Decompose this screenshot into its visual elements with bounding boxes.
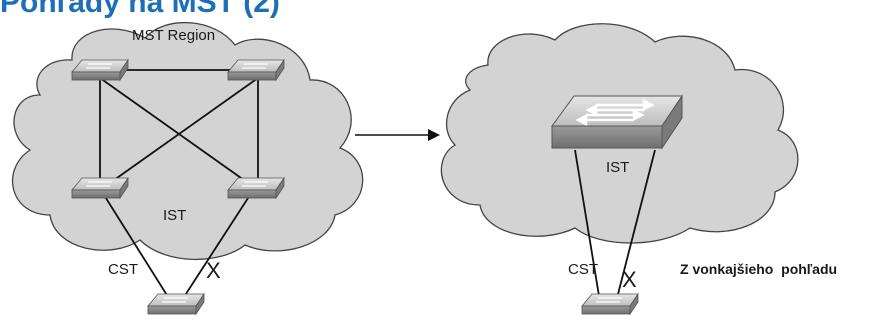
link-diagonal-2: [99, 77, 259, 191]
left-cst-label: CST: [108, 261, 138, 278]
outside-view-label: Z vonkajšieho pohľadu: [680, 261, 837, 277]
mst-region-label: MST Region: [132, 27, 215, 44]
left-ist-label: IST: [163, 207, 186, 224]
right-ist-label: IST: [606, 159, 629, 176]
link-cst-blocked: [181, 194, 251, 301]
transform-arrow-head: [428, 129, 440, 141]
switch-bottom-left-icon: [71, 176, 129, 200]
page-title: Pohľady na MST (2): [0, 0, 280, 19]
switch-external-left-icon: [147, 292, 205, 316]
switch-bottom-right-icon: [227, 176, 285, 200]
switch-external-right-icon: [581, 292, 639, 316]
left-blocked-mark: X: [206, 258, 221, 283]
switch-top-left-icon: [71, 58, 129, 82]
right-cst-label: CST: [568, 261, 598, 278]
link-cst-active: [103, 194, 171, 301]
right-links: [574, 149, 656, 303]
link-cst-blocked-right: [615, 149, 656, 303]
switch-top-right-icon: [227, 58, 285, 82]
right-blocked-mark: X: [622, 267, 637, 292]
switch-mst-as-single-icon: [551, 94, 683, 150]
link-cst-active-right: [574, 149, 601, 303]
